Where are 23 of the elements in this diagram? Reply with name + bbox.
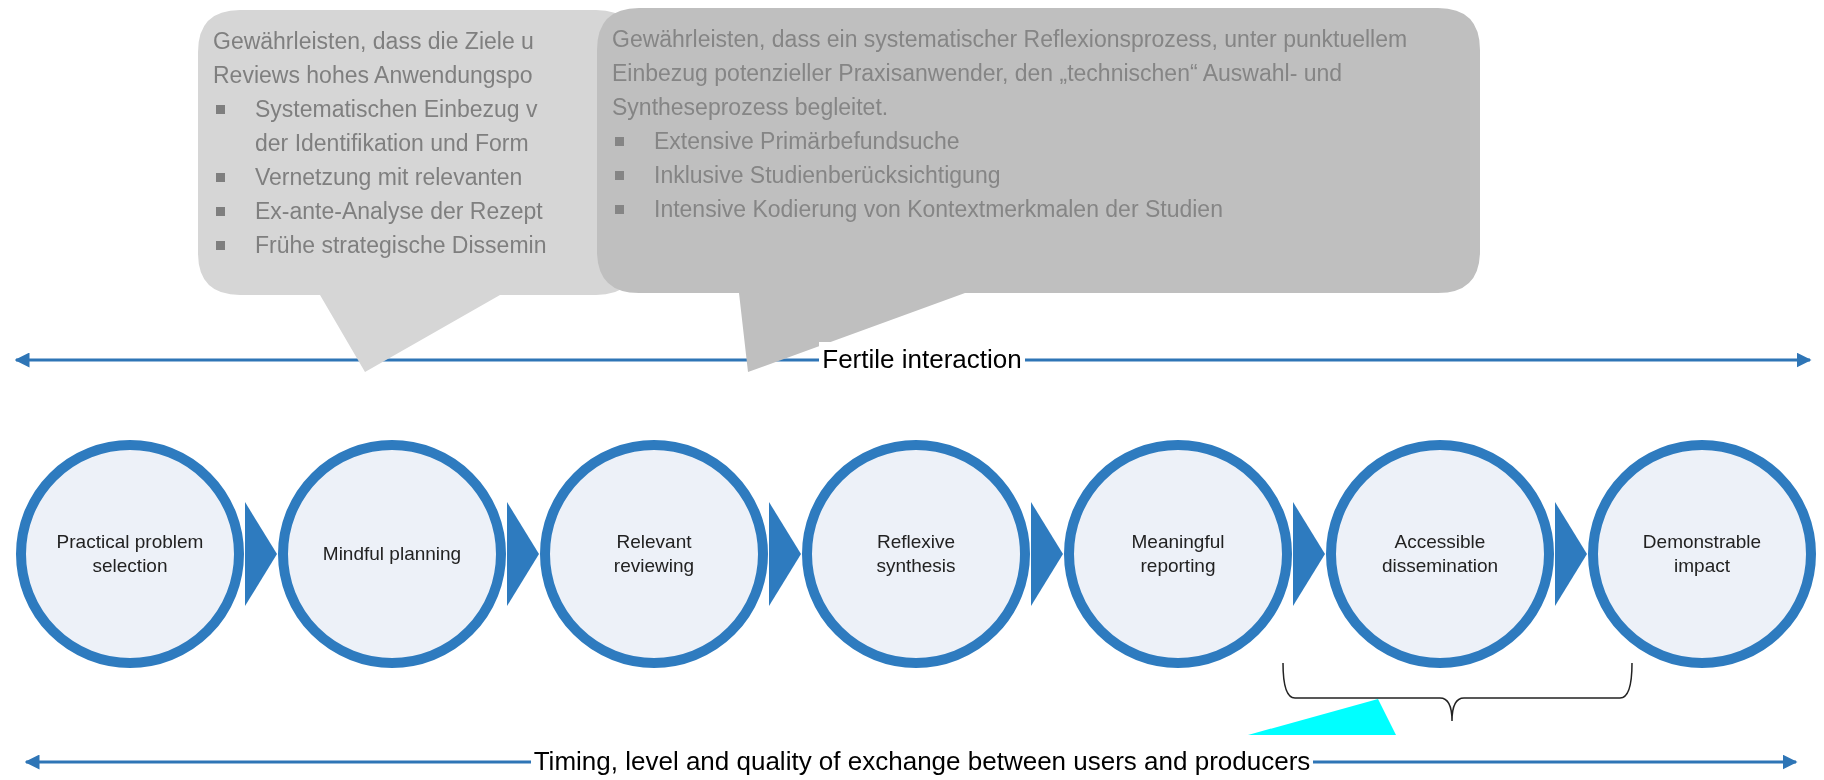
callout-text: Gewährleisten, dass ein systematischer Reflexionsprozess, unter punktuellem Einbezug potenzieller Praxisanwender, den „technischen“ Auswahl- und Syntheseprozess begleitet. <box>612 25 1409 122</box>
step-label: Accessible dissemination <box>1380 530 1500 578</box>
bullet-text: Frühe strategische Dissemin <box>255 231 548 260</box>
step-label: Relevant reviewing <box>612 530 696 578</box>
chevron-arrow <box>1031 502 1063 606</box>
bullet-text: Systematischen Einbezug v der Identifikation und Form <box>255 95 539 158</box>
bullet-text: Inklusive Studienberücksichtigung <box>654 161 1002 190</box>
bullet-text: Vernetzung mit relevanten <box>255 163 524 192</box>
chevron-arrow <box>1555 502 1587 606</box>
step-label: Practical problem selection <box>55 530 205 578</box>
chevron-arrow <box>769 502 801 606</box>
step-label: Mindful planning <box>321 542 463 566</box>
chevron-arrow <box>507 502 539 606</box>
chevron-arrow <box>245 502 277 606</box>
bullet-text: Intensive Kodierung von Kontextmerkmalen der Studien <box>654 195 1224 224</box>
step-label: Demonstrable impact <box>1641 530 1763 578</box>
chevron-arrow <box>1293 502 1325 606</box>
step-label: Meaningful reporting <box>1130 530 1226 578</box>
step-label: Reflexive synthesis <box>875 530 957 578</box>
bullet-text: Ex-ante-Analyse der Rezept <box>255 197 544 226</box>
triangle-shape <box>1248 699 1396 735</box>
callout-text: Gewährleisten, dass die Ziele u Reviews hohes Anwendungspo <box>213 27 535 90</box>
bullet-text: Extensive Primärbefundsuche <box>654 127 961 156</box>
